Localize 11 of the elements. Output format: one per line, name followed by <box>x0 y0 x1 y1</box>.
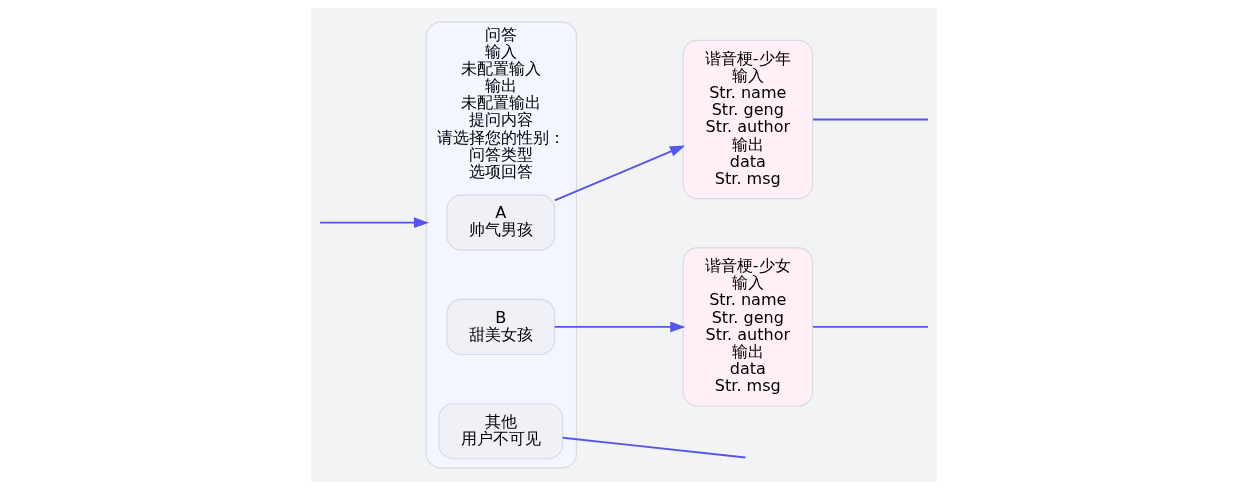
connector <box>811 118 929 121</box>
connector <box>811 326 929 328</box>
node-box: 其他 用户不可见 <box>437 403 563 460</box>
node-box: B 甜美女孩 <box>445 298 555 356</box>
node-box: A 帅气男孩 <box>445 194 555 251</box>
arrow <box>553 321 685 333</box>
arrow <box>318 217 429 228</box>
node-box: 谐音梗-少女 输入 Str. name Str. geng Str. author 输出 data Str. msg <box>681 247 813 407</box>
node-box: 谐音梗-少年 输入 Str. name Str. geng Str. author 输出 data Str. msg <box>681 39 813 200</box>
arrow <box>553 145 685 202</box>
connector <box>561 436 746 459</box>
